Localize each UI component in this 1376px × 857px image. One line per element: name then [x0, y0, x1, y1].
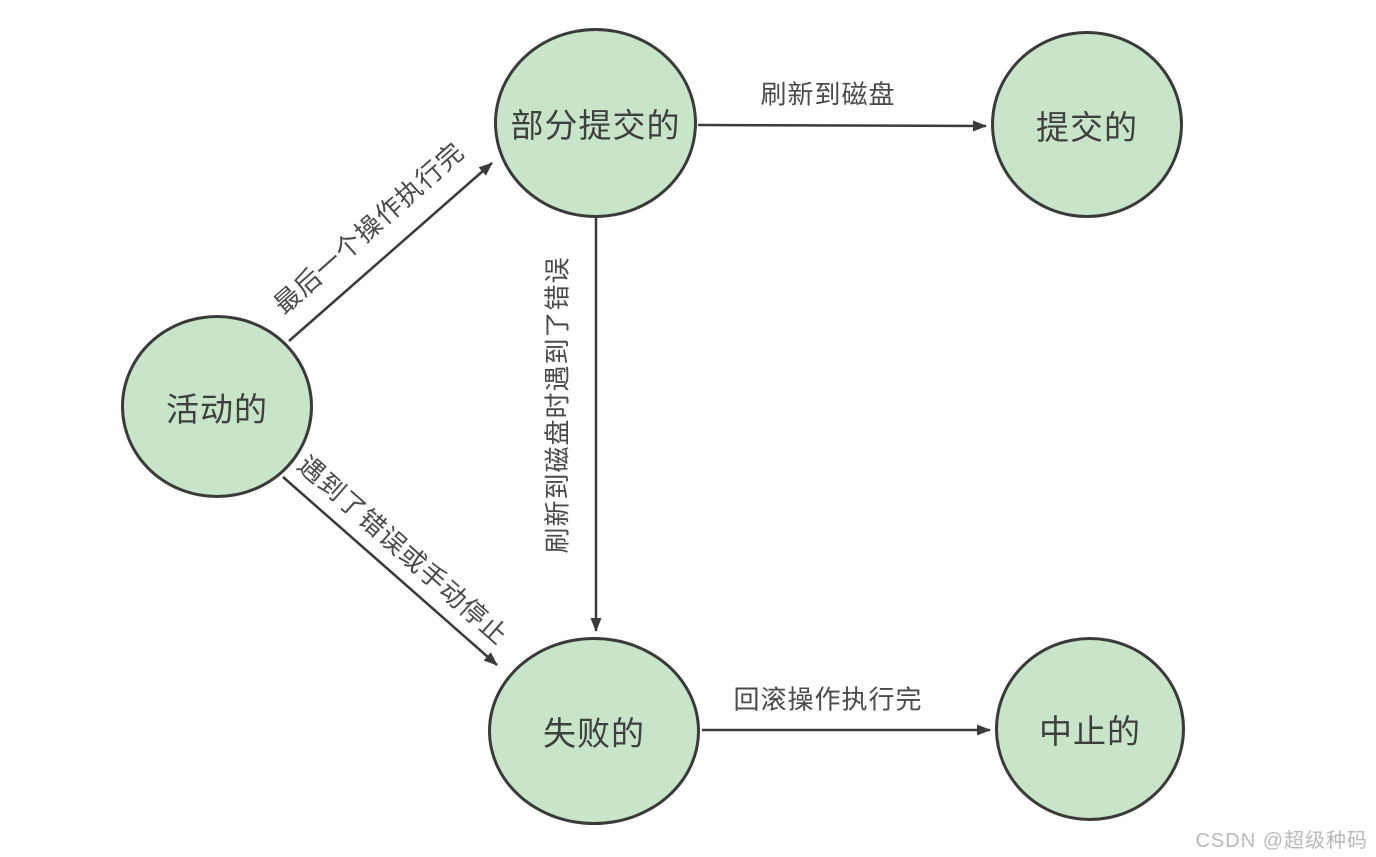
state-label-partially-committed: 部分提交的 — [510, 107, 681, 144]
state-label-aborted: 中止的 — [1039, 713, 1141, 750]
state-node-failed: 失败的 — [488, 637, 700, 825]
edge-partially-committed-to-committed — [697, 120, 987, 132]
state-node-aborted: 中止的 — [995, 637, 1185, 821]
edge-label-error-or-manual-stop: 遇到了错误或手动停止 — [291, 449, 515, 651]
edge-active-to-failed — [282, 476, 498, 666]
state-label-failed: 失败的 — [543, 715, 645, 752]
edge-label-flush-to-disk: 刷新到磁盘 — [760, 79, 896, 110]
state-label-active: 活动的 — [166, 390, 268, 428]
edge-label-rollback-done: 回滚操作执行完 — [733, 684, 923, 715]
state-label-committed: 提交的 — [1036, 108, 1138, 146]
watermark: CSDN @超级种码 — [1195, 830, 1368, 852]
state-node-partially-committed: 部分提交的 — [494, 28, 697, 218]
state-node-committed: 提交的 — [991, 31, 1183, 218]
state-node-active: 活动的 — [121, 315, 313, 498]
edge-label-error-while-flushing: 刷新到磁盘时遇到了错误 — [542, 256, 573, 554]
edge-label-last-operation-done: 最后一个操作执行完 — [268, 136, 470, 320]
